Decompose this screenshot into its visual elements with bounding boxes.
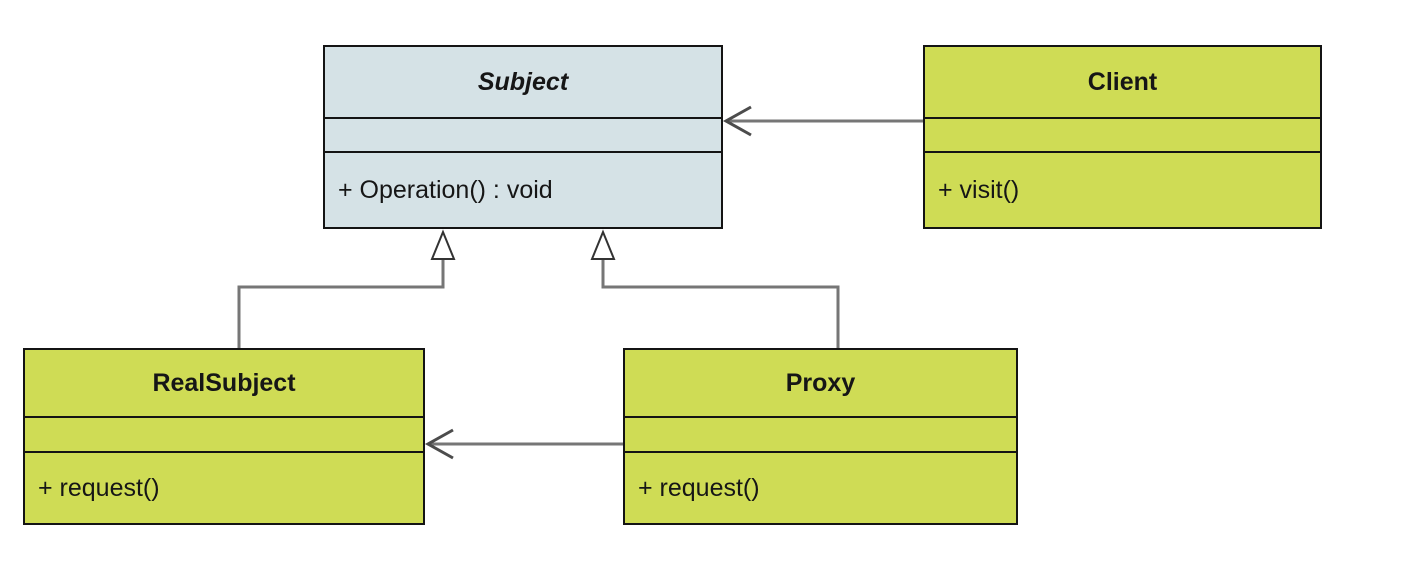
generalization-proxy-to-subject bbox=[590, 229, 840, 348]
hollow-triangle-icon bbox=[430, 229, 456, 260]
open-arrowhead-icon bbox=[424, 428, 454, 460]
class-client-attributes bbox=[925, 119, 1320, 153]
class-subject-attributes bbox=[325, 119, 721, 153]
generalization-realsubject-to-subject bbox=[237, 229, 456, 348]
class-realsubject: RealSubject + request() bbox=[23, 348, 425, 525]
class-subject-method: + Operation() : void bbox=[338, 175, 553, 204]
class-proxy-title: Proxy bbox=[625, 350, 1016, 418]
class-proxy: Proxy + request() bbox=[623, 348, 1018, 525]
class-client-title: Client bbox=[925, 47, 1320, 119]
open-arrowhead-icon bbox=[722, 105, 752, 137]
class-subject-title: Subject bbox=[325, 47, 721, 119]
class-realsubject-attributes bbox=[25, 418, 423, 453]
class-client: Client + visit() bbox=[923, 45, 1322, 229]
class-proxy-method: + request() bbox=[638, 473, 760, 502]
hollow-triangle-icon bbox=[590, 229, 616, 260]
association-client-to-subject bbox=[722, 105, 923, 137]
class-realsubject-title: RealSubject bbox=[25, 350, 423, 418]
class-proxy-attributes bbox=[625, 418, 1016, 453]
class-realsubject-method: + request() bbox=[38, 473, 160, 502]
class-subject: Subject + Operation() : void bbox=[323, 45, 723, 229]
association-proxy-to-realsubject bbox=[424, 428, 623, 460]
class-client-method: + visit() bbox=[938, 175, 1020, 204]
